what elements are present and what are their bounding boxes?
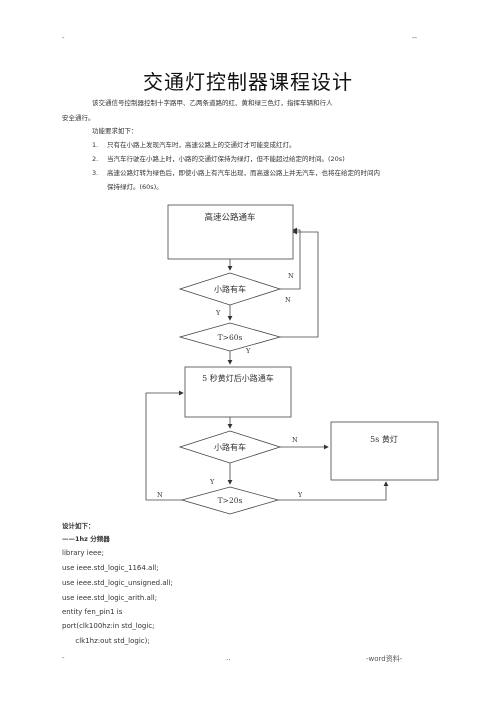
label-y-4: Y bbox=[297, 491, 303, 499]
req-text-3-cont: 保持绿灯。(60s)。 bbox=[107, 183, 163, 191]
diamond-t60-label: T>60s bbox=[218, 333, 243, 342]
code-line-1: library ieee; bbox=[62, 549, 104, 557]
box-yellow-then-small-road bbox=[184, 366, 292, 418]
req-text-1: 只有在小路上发现汽车时，高速公路上的交通灯才可能变成红灯。 bbox=[107, 141, 296, 149]
intro-line-1: 该交通信号控制器控制十字路甲、乙两条道路的红、黄和绿三色灯，指挥车辆和行人 bbox=[92, 99, 333, 107]
label-n-1: N bbox=[288, 272, 294, 280]
header-right-mark: -- bbox=[412, 34, 418, 42]
code-line-3: use ieee.std_logic_unsigned.all; bbox=[62, 579, 173, 587]
code-line-5: entity fen_pin1 is bbox=[62, 608, 123, 616]
page-title: 交通灯控制器课程设计 bbox=[143, 70, 353, 94]
label-n-2: N bbox=[285, 296, 291, 304]
req-text-3: 高速公路灯转为绿色后，即使小路上有汽车出现，而高速公路上并无汽车，也将在给定的时… bbox=[107, 169, 380, 177]
intro-line-2: 安全通行。 bbox=[62, 114, 95, 122]
req-text-2: 当汽车行驶在小路上时，小路的交通灯保持为绿灯，但不能超过给定的时间。(20s) bbox=[107, 155, 345, 163]
label-n-4: N bbox=[157, 491, 163, 499]
req-num-1: 1. bbox=[92, 141, 99, 149]
diamond-small-road-2-label: 小路有车 bbox=[214, 442, 246, 452]
requirements-heading: 功能要求如下： bbox=[92, 127, 138, 135]
diamond-small-road-1-label: 小路有车 bbox=[214, 284, 246, 294]
label-y-3: Y bbox=[209, 478, 215, 486]
code-line-6: port(clk100hz:in std_logic; bbox=[62, 622, 155, 630]
code-line-2: use ieee.std_logic_1164.all; bbox=[62, 564, 159, 572]
footer-left-mark: - bbox=[62, 654, 65, 662]
label-y-2: Y bbox=[245, 347, 251, 355]
footer-right-text: -word资料- bbox=[366, 655, 403, 663]
code-line-4: use ieee.std_logic_arith.all; bbox=[62, 594, 158, 602]
req-num-2: 2. bbox=[92, 155, 99, 163]
label-y-1: Y bbox=[215, 309, 221, 317]
box-yellow-5s-label: 5s 黄灯 bbox=[370, 434, 398, 444]
box-highway-label: 高速公路通车 bbox=[204, 212, 255, 223]
header-left-mark: - bbox=[62, 34, 65, 42]
label-n-3: N bbox=[292, 436, 298, 444]
design-heading: 设计如下： bbox=[62, 522, 95, 530]
diamond-t20-label: T>20s bbox=[218, 496, 243, 505]
diamond-t20 bbox=[180, 486, 280, 515]
design-subheading: ——1hz 分频器 bbox=[62, 535, 110, 543]
box-highway-go bbox=[167, 204, 294, 260]
req-num-3: 3. bbox=[92, 169, 99, 177]
box-yellow-label: 5 秒黄灯后小路通车 bbox=[202, 373, 274, 383]
box-yellow-5s bbox=[330, 421, 439, 481]
footer-center-mark: .. bbox=[226, 654, 231, 662]
code-line-7: clk1hz:out std_logic); bbox=[62, 637, 150, 645]
